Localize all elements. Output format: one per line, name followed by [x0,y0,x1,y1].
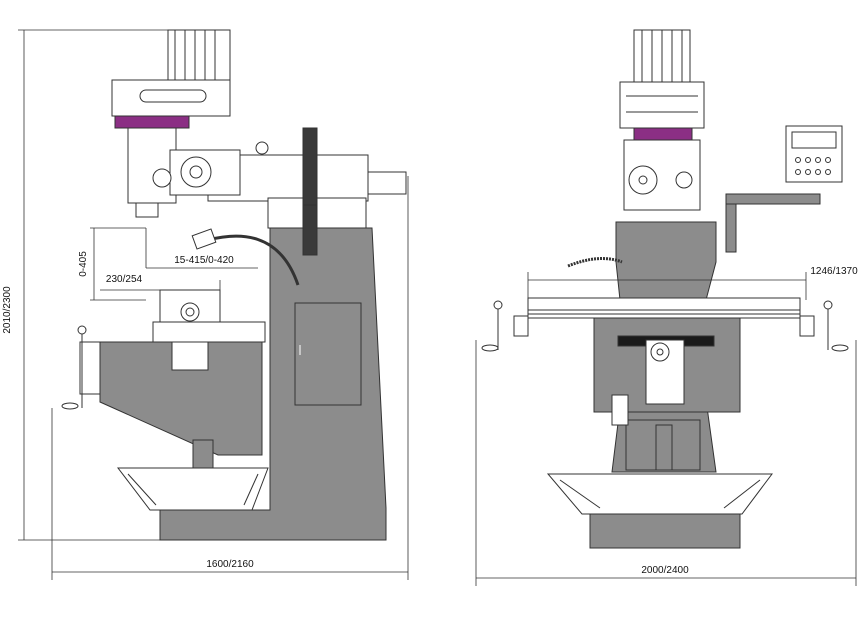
dim-ram-travel: 15-415/0-420 [174,255,234,266]
dim-spindle-to-table: 0-405 [78,251,89,277]
side-table [152,289,266,371]
front-column [611,221,717,473]
side-column [159,227,387,541]
side-knee-crank[interactable] [61,325,101,410]
side-dimensions [18,29,409,580]
dro-display [725,125,843,253]
dim-table-length: 1246/1370 [810,266,858,277]
front-motor [619,29,705,211]
front-chip-tray [546,473,773,549]
front-right-handwheel[interactable] [823,300,849,352]
front-dimensions [475,272,857,586]
side-chip-tray [116,467,269,511]
side-view [61,29,407,541]
dim-spindle-to-column: 230/254 [106,274,143,285]
side-head [111,29,269,218]
dim-front-overall-width: 2000/2400 [641,565,689,576]
dim-side-overall-width: 1600/2160 [206,559,254,570]
dim-overall-height: 2010/2300 [2,286,13,334]
front-left-handwheel[interactable] [481,300,503,352]
front-view [481,29,849,549]
front-cable [567,257,623,268]
side-coolant-hose [207,234,300,286]
front-knee [593,317,741,426]
